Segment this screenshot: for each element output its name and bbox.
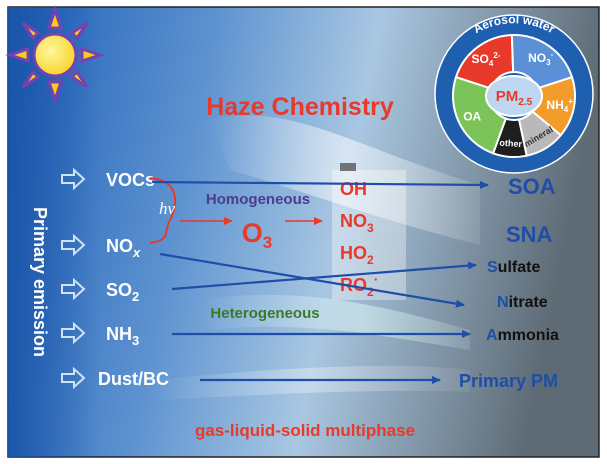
wheel-segment-label: NH4+: [546, 97, 573, 114]
ammonia-label: Ammonia: [486, 327, 559, 344]
wheel-segment-label: other: [499, 138, 523, 150]
wheel-segment-label: NO3-: [528, 50, 553, 67]
vocs-to-soa-arrow: [151, 180, 489, 189]
pm25-center-label: PM2.5: [496, 88, 533, 108]
svg-text:O3: O3: [242, 218, 272, 252]
pm25-center: [485, 75, 543, 117]
sulfate-label: Sulfate: [487, 259, 540, 276]
emission-arrow-icon: [61, 233, 86, 257]
swirl-band-upper: [210, 115, 480, 245]
sun-icon: [5, 5, 105, 105]
swirl-band-lower: [200, 294, 470, 350]
oxidant-label: HO2: [340, 243, 374, 267]
wheel-segment-label: SO42-: [472, 51, 501, 68]
ozone-label: O3: [242, 218, 272, 252]
sna-label: SNA: [506, 222, 553, 247]
wheel-segment-label: OA: [463, 109, 481, 123]
hv-label: hv: [159, 199, 176, 218]
oxidant-box-background: [332, 170, 406, 300]
emission-arrows: [61, 167, 86, 390]
wheel-segment: [510, 34, 574, 90]
emission-label: NH3: [106, 324, 139, 348]
emission-arrow-icon: [61, 277, 86, 301]
emission-label: SO2: [106, 280, 139, 304]
emission-label: Dust/BC: [98, 369, 169, 389]
nox-to-nitrate-arrow: [159, 252, 465, 308]
oxidant-label: RO2·: [340, 271, 378, 299]
so2-to-sulfate-arrow: [171, 261, 477, 291]
swirl-band-bottom: [150, 365, 470, 400]
nitrate-label: Nitrate: [497, 294, 548, 311]
heterogeneous-label: Heterogeneous: [210, 305, 319, 322]
emission-arrow-icon: [61, 167, 86, 191]
emission-arrow-icon: [61, 366, 86, 390]
pathway-arrows: [151, 180, 489, 384]
emission-arrow-icon: [61, 321, 86, 345]
hv-bracket: [149, 177, 177, 244]
oxidant-label: OH: [340, 179, 367, 199]
emission-label: VOCs: [106, 170, 155, 190]
soa-label: SOA: [508, 174, 556, 199]
oxidant-box-tab: [340, 163, 356, 171]
diagram-title: Haze Chemistry: [206, 93, 394, 121]
pm25-composition-wheel: Aerosol water SO42-NO3-NH4+mineralotherO…: [434, 12, 594, 174]
primary-pm-label: Primary PM: [459, 371, 558, 391]
primary-emission-label: Primary emission: [30, 207, 50, 357]
oxidant-label: NO3: [340, 211, 374, 235]
homogeneous-label: Homogeneous: [206, 191, 310, 208]
emission-label: NOx: [106, 236, 141, 260]
multiphase-label: gas-liquid-solid multiphase: [195, 421, 415, 440]
